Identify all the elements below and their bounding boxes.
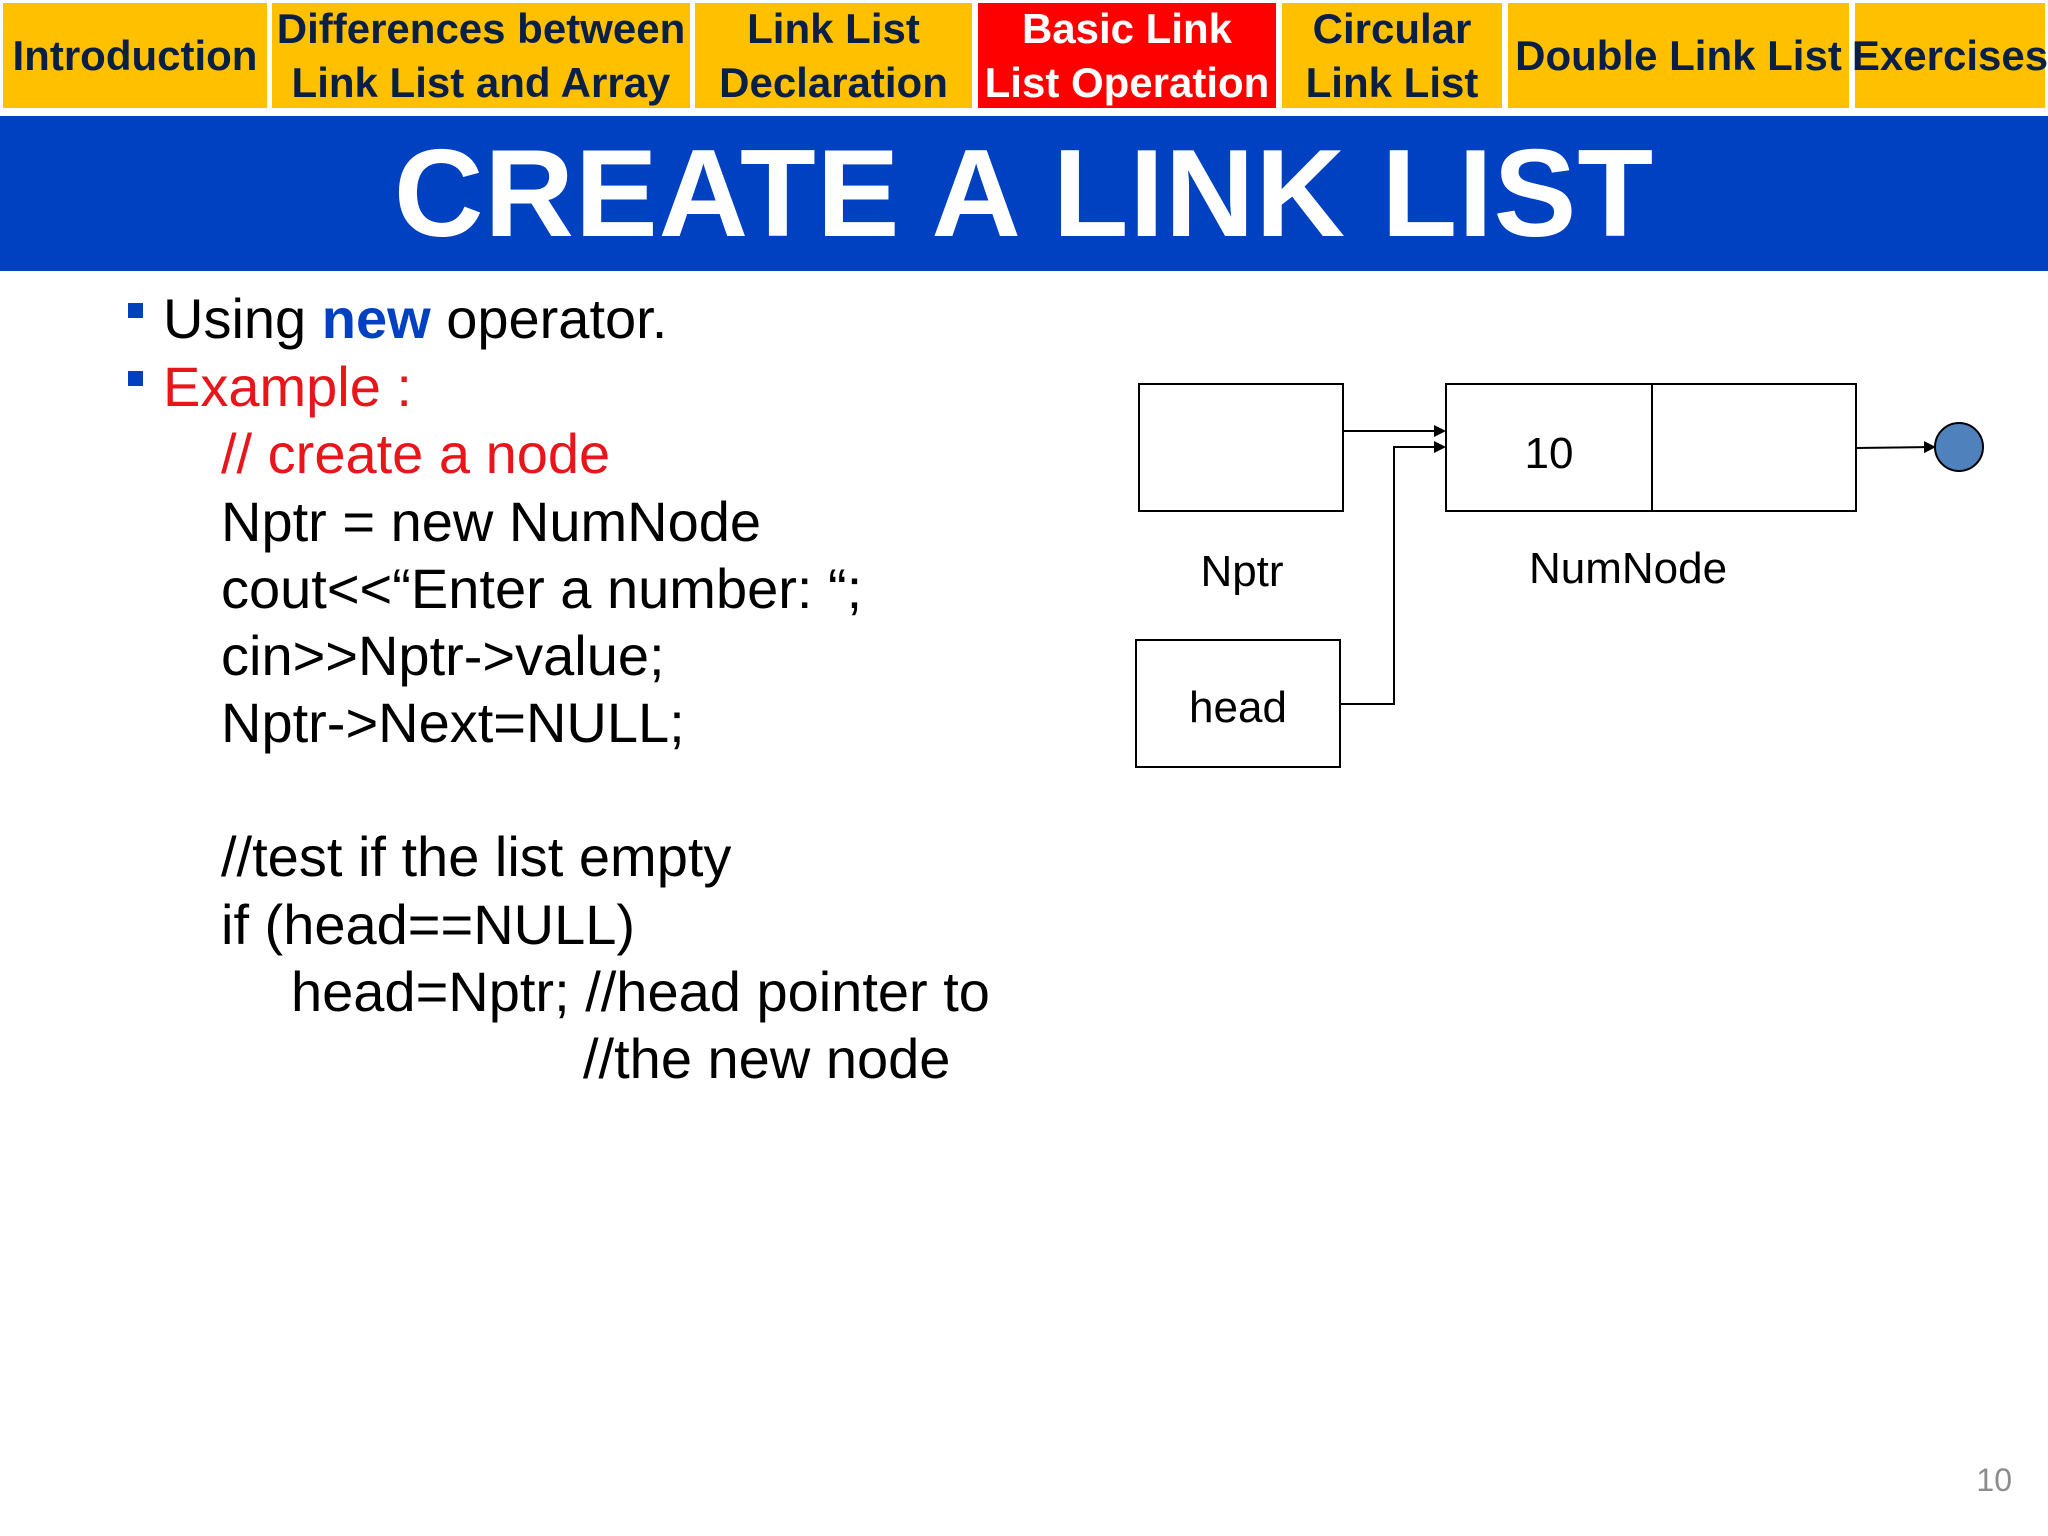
tab-exercises[interactable]: Exercises bbox=[1852, 3, 2048, 108]
code-line: //the new node bbox=[583, 1027, 951, 1090]
head-label: head bbox=[1189, 683, 1287, 732]
head-arrow bbox=[1340, 441, 1446, 705]
tab-circular[interactable]: Circular Link List bbox=[1282, 3, 1502, 108]
next-arrow bbox=[1855, 441, 1936, 454]
tab-basic-operation[interactable]: Basic Link List Operation bbox=[978, 3, 1276, 108]
bullet-marker bbox=[128, 303, 143, 318]
code-comment-test: //test if the list empty bbox=[221, 825, 732, 888]
page-number: 10 bbox=[1976, 1462, 2012, 1498]
bullet-using-new: Using new operator. bbox=[163, 285, 667, 353]
null-circle-icon bbox=[1934, 422, 1984, 472]
nptr-box bbox=[1138, 383, 1344, 512]
code-line: cout<<“Enter a number: “; bbox=[221, 557, 863, 620]
top-navigation: Introduction Differences between Link Li… bbox=[0, 0, 2048, 114]
numnode-label: NumNode bbox=[1529, 544, 1727, 593]
code-line: Nptr->Next=NULL; bbox=[221, 691, 685, 754]
bullet-example: Example : bbox=[163, 355, 412, 418]
tab-double[interactable]: Double Link List bbox=[1508, 3, 1849, 108]
head-box bbox=[1135, 639, 1341, 768]
code-line: head=Nptr; //head pointer to bbox=[291, 960, 990, 1023]
slide-title: CREATE A LINK LIST bbox=[0, 116, 2048, 271]
code-line: Nptr = new NumNode bbox=[221, 490, 762, 553]
tab-introduction[interactable]: Introduction bbox=[3, 3, 267, 108]
bullet-marker bbox=[128, 371, 143, 386]
keyword-new: new bbox=[321, 287, 431, 350]
node-next-cell bbox=[1651, 383, 1857, 512]
bullet-suffix: operator. bbox=[430, 287, 668, 350]
code-comment-create: // create a node bbox=[221, 422, 611, 485]
code-line: cin>>Nptr->value; bbox=[221, 624, 665, 687]
code-line: if (head==NULL) bbox=[221, 893, 636, 956]
node-value: 10 bbox=[1525, 429, 1574, 478]
tab-declaration[interactable]: Link List Declaration bbox=[695, 3, 972, 108]
nptr-label: Nptr bbox=[1200, 547, 1283, 596]
bullet-prefix: Using bbox=[163, 287, 322, 350]
tab-differences[interactable]: Differences between Link List and Array bbox=[272, 3, 690, 108]
